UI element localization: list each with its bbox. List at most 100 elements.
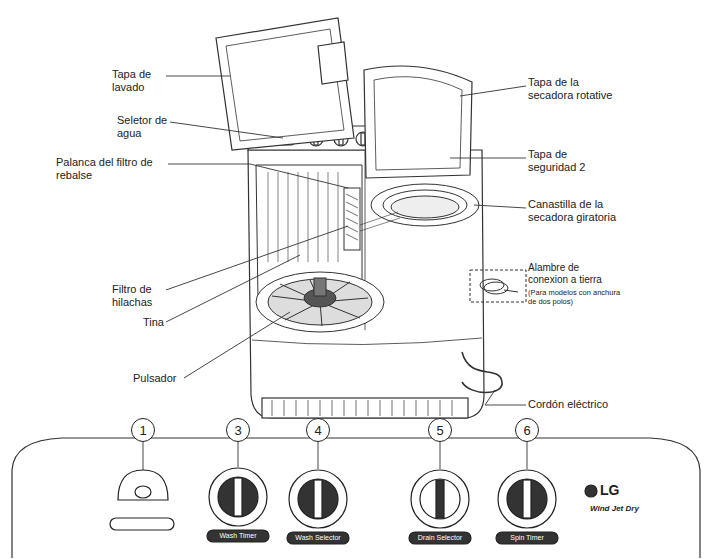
ground-wire	[470, 270, 526, 302]
panel-knobs	[298, 479, 338, 519]
panel-knobs	[218, 477, 258, 517]
spinner-lid	[364, 66, 472, 178]
panel-knobs	[207, 530, 269, 542]
ground-wire	[504, 290, 518, 292]
part-label: Tina	[143, 316, 183, 329]
leader-lines	[166, 226, 348, 290]
spin-basket	[360, 184, 479, 231]
callout-text: 1	[139, 423, 146, 438]
control-panel	[12, 438, 700, 558]
panel-knobs	[498, 470, 556, 528]
leader-lines	[166, 255, 300, 322]
knob-label: Wash Selector	[287, 534, 349, 542]
part-label: Seletor de agua	[117, 114, 171, 140]
panel-knobs	[110, 518, 174, 530]
callout-leaders	[440, 442, 441, 469]
washer-body	[272, 400, 452, 416]
callout-number: 6	[515, 418, 539, 442]
leader-lines	[168, 164, 348, 188]
part-label: Tapa de seguridad 2	[528, 148, 598, 174]
part-label: Palanca del filtro de rebalse	[56, 156, 168, 182]
callout-text: 5	[436, 423, 443, 438]
note-text: (Para modelos con anchura de dos polos)	[528, 288, 628, 306]
wash-tub	[346, 194, 358, 240]
pulsator	[314, 278, 326, 296]
callout-text: 3	[234, 423, 241, 438]
leader-lines	[170, 122, 283, 138]
pulsator	[268, 279, 372, 325]
panel-knobs	[110, 468, 597, 544]
part-label: Tapa de la secadora rotative	[528, 76, 620, 102]
callout-number: 4	[306, 418, 330, 442]
callout-number: 3	[226, 418, 250, 442]
panel-knobs	[585, 485, 597, 497]
washer-body	[248, 150, 484, 418]
panel-knobs	[118, 470, 168, 500]
callout-text: 6	[523, 423, 530, 438]
spin-basket	[391, 196, 459, 218]
leader-lines	[166, 76, 230, 77]
callout-leaders	[238, 442, 239, 467]
pulsator	[256, 272, 384, 332]
ground-wire	[484, 282, 508, 294]
ground-wire	[480, 279, 504, 291]
spin-basket	[360, 212, 400, 231]
panel-knobs	[409, 532, 471, 544]
callout-number: 5	[428, 418, 452, 442]
knob-label: Drain Selector	[409, 534, 471, 542]
panel-knobs	[507, 479, 547, 519]
ground-wire	[470, 270, 526, 302]
callout-leaders	[527, 442, 528, 469]
brand-logo: LG	[600, 482, 640, 499]
pulsator	[256, 272, 384, 332]
control-panel	[12, 438, 700, 558]
control-top	[361, 133, 365, 145]
callout-number: 1	[131, 418, 155, 442]
part-label: Alambre de conexion a tierra	[528, 262, 620, 286]
wash-tub	[268, 172, 338, 262]
power-cord	[462, 352, 502, 393]
leader-lines	[485, 390, 526, 405]
callout-leaders	[318, 442, 319, 469]
leader-lines	[450, 158, 526, 159]
spin-basket	[383, 190, 467, 220]
callout-leaders	[143, 442, 527, 478]
part-label: Cordón eléctrico	[528, 398, 628, 411]
panel-knobs	[289, 470, 347, 528]
leader-lines	[474, 205, 526, 208]
washer-body	[252, 338, 482, 345]
leader-lines	[166, 76, 526, 405]
panel-knobs	[135, 486, 151, 498]
panel-knobs	[234, 478, 242, 516]
spinner-lid	[374, 77, 462, 170]
leader-lines	[460, 86, 526, 96]
washer-body	[248, 150, 484, 418]
panel-knobs	[523, 480, 531, 518]
power-cord	[462, 352, 502, 393]
model-name: Wind Jet Dry	[590, 504, 670, 514]
panel-knobs	[209, 468, 267, 526]
wash-lid	[216, 18, 354, 150]
panel-knobs	[496, 532, 558, 544]
panel-knobs	[420, 479, 460, 519]
callout-text: 4	[314, 423, 321, 438]
washer-body	[262, 398, 468, 418]
part-label: Canastilla de la secadora giratoria	[528, 198, 638, 224]
panel-knobs	[411, 470, 469, 528]
part-label: Pulsador	[133, 372, 193, 385]
part-label: Tapa de lavado	[112, 68, 168, 94]
part-label: Filtro de hilachas	[112, 283, 168, 309]
spin-basket	[371, 184, 479, 226]
wash-tub	[344, 188, 360, 250]
knob-label: Spin Timer	[496, 534, 558, 542]
wash-lid	[318, 42, 348, 84]
knob-label: Wash Timer	[207, 532, 269, 540]
wash-lid	[216, 18, 354, 150]
spinner-lid	[364, 66, 472, 178]
leader-lines	[184, 312, 290, 378]
panel-knobs	[436, 480, 444, 518]
panel-knobs	[314, 480, 322, 518]
panel-knobs	[287, 532, 349, 544]
